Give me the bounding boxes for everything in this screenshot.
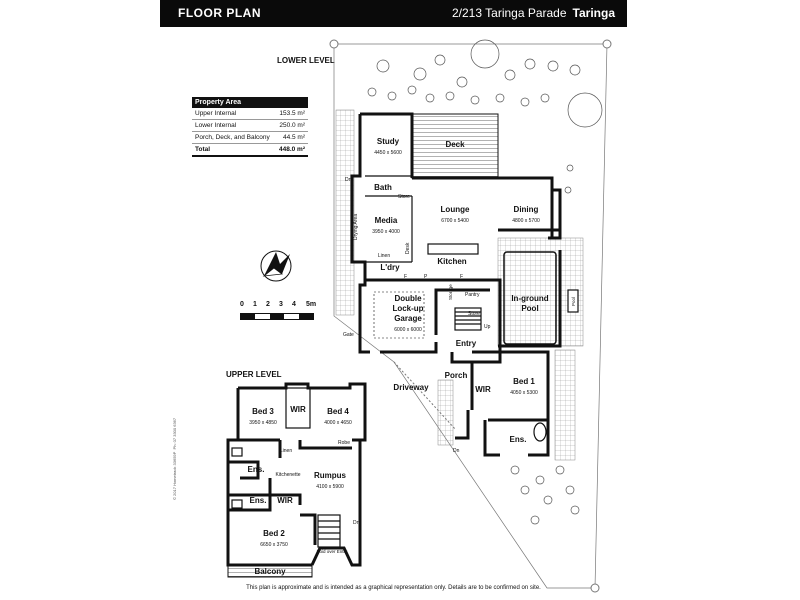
room-bed4: Bed 4 bbox=[327, 407, 349, 416]
room-desk: Desk bbox=[405, 242, 411, 254]
room-ensuite: Ens. bbox=[510, 435, 527, 444]
room-bed2-dim: 6650 x 3750 bbox=[260, 542, 288, 548]
void-over-entry: Void over Entry bbox=[317, 549, 348, 554]
copyright-text: © 2017 Hometrack 33659P Ph: 07 3300 6367 bbox=[172, 418, 177, 500]
upper-level-room-labels: Bed 3 3950 x 4850 WIR Bed 4 4000 x 4650 … bbox=[248, 405, 360, 576]
room-pool-line2: Pool bbox=[521, 304, 538, 313]
room-deck: Deck bbox=[445, 140, 465, 149]
room-robe: Robe bbox=[338, 440, 350, 446]
north-arrow-icon bbox=[260, 250, 292, 282]
room-ensuite2-upper: Ens. bbox=[250, 496, 267, 505]
pantry-label-p: P bbox=[424, 274, 428, 280]
room-bed1: Bed 1 bbox=[513, 377, 535, 386]
header-bar: FLOOR PLAN 2/213 Taringa Parade Taringa bbox=[160, 0, 627, 27]
area-total-value: 448.0 m² bbox=[275, 143, 308, 157]
room-bed1-dim: 4050 x 5300 bbox=[510, 390, 538, 396]
stair-down-upper: Dn bbox=[353, 520, 360, 526]
room-wir-upper: WIR bbox=[290, 405, 306, 414]
room-bath: Bath bbox=[374, 183, 392, 192]
area-label: Upper Internal bbox=[192, 108, 276, 120]
room-rumpus-dim: 4100 x 5900 bbox=[316, 484, 344, 490]
disclaimer: This plan is approximate and is intended… bbox=[246, 585, 541, 591]
area-label: Porch, Deck, and Balcony bbox=[192, 131, 276, 144]
room-bed2: Bed 2 bbox=[263, 529, 285, 538]
room-laundry: L'dry bbox=[380, 263, 400, 272]
balcony-label: Balcony bbox=[254, 567, 286, 576]
area-value: 250.0 m² bbox=[275, 119, 308, 132]
room-drying: Drying Area bbox=[353, 214, 359, 240]
pool-equipment: Pool bbox=[571, 297, 576, 306]
area-label: Lower Internal bbox=[192, 119, 276, 132]
room-store2: Store bbox=[468, 311, 480, 317]
area-table-heading: Property Area bbox=[192, 97, 308, 108]
area-value: 44.5 m² bbox=[275, 131, 308, 144]
room-porch: Porch bbox=[445, 371, 468, 380]
scale-mark: 4 bbox=[292, 301, 296, 308]
landscaping-shrubs bbox=[367, 39, 603, 525]
room-bed3: Bed 3 bbox=[252, 407, 274, 416]
area-total-label: Total bbox=[192, 143, 276, 157]
area-value: 153.5 m² bbox=[275, 108, 308, 120]
lower-level-walls bbox=[350, 112, 562, 457]
room-bed3-dim: 3950 x 4850 bbox=[249, 420, 277, 426]
room-linen: Linen bbox=[378, 253, 390, 259]
lower-level-room-labels: Study 4450 x 5600 Deck Bath Store Lounge… bbox=[343, 137, 576, 454]
fridge-label: F bbox=[404, 274, 407, 280]
copyright: © 2017 Hometrack 33659P bbox=[172, 451, 177, 500]
room-study: Study bbox=[377, 137, 400, 146]
scale-mark: 3 bbox=[279, 301, 283, 308]
room-linen-upper: Linen bbox=[280, 448, 292, 454]
room-garage-line3: Garage bbox=[394, 314, 422, 323]
gate-label: Gate bbox=[343, 332, 354, 338]
room-garage-line2: Lock-up bbox=[392, 304, 423, 313]
room-media: Media bbox=[375, 216, 398, 225]
upper-level-walls bbox=[226, 382, 367, 567]
phone-number: Ph: 07 3300 6367 bbox=[172, 417, 177, 450]
room-entry: Entry bbox=[456, 339, 477, 348]
room-ensuite-upper: Ens. bbox=[248, 465, 265, 474]
room-lounge: Lounge bbox=[441, 205, 470, 214]
driveway-label: Driveway bbox=[393, 383, 429, 392]
scale-mark: 2 bbox=[266, 301, 270, 308]
room-wir2-upper: WIR bbox=[277, 496, 293, 505]
fridge-label: F bbox=[460, 274, 463, 280]
scale-mark: 1 bbox=[253, 301, 257, 308]
room-lounge-dim: 6700 x 5400 bbox=[441, 218, 469, 224]
room-kitchen: Kitchen bbox=[437, 257, 466, 266]
room-wir: WIR bbox=[475, 385, 491, 394]
room-pantry: Pantry bbox=[465, 292, 480, 298]
stair-down-label: Dn bbox=[345, 177, 352, 183]
room-bed4-dim: 4000 x 4650 bbox=[324, 420, 352, 426]
upper-level-heading: UPPER LEVEL bbox=[226, 370, 282, 379]
scale-mark: 0 bbox=[240, 301, 244, 308]
scale-mark: 5m bbox=[306, 301, 317, 308]
room-garage-dim: 6000 x 6000 bbox=[394, 327, 422, 333]
page-title: FLOOR PLAN bbox=[178, 6, 261, 20]
room-dining-dim: 4800 x 5700 bbox=[512, 218, 540, 224]
room-garage-line1: Double bbox=[394, 294, 422, 303]
room-storage: Storage bbox=[448, 284, 453, 300]
stair-up-label: Up bbox=[484, 324, 491, 330]
room-rumpus: Rumpus bbox=[314, 471, 347, 480]
stair-down-label: Dn bbox=[453, 448, 460, 454]
room-pool-line1: In-ground bbox=[511, 294, 548, 303]
room-store: Store bbox=[398, 194, 410, 200]
room-kitchenette: Kitchenette bbox=[275, 472, 300, 478]
street-address: 2/213 Taringa Parade bbox=[452, 6, 567, 20]
room-study-dim: 4450 x 5600 bbox=[374, 150, 402, 156]
room-media-dim: 3950 x 4000 bbox=[372, 229, 400, 235]
room-dining: Dining bbox=[514, 205, 539, 214]
lower-level-heading: LOWER LEVEL bbox=[277, 56, 335, 65]
suburb: Taringa bbox=[572, 6, 615, 20]
property-address: 2/213 Taringa Parade Taringa bbox=[452, 6, 615, 20]
